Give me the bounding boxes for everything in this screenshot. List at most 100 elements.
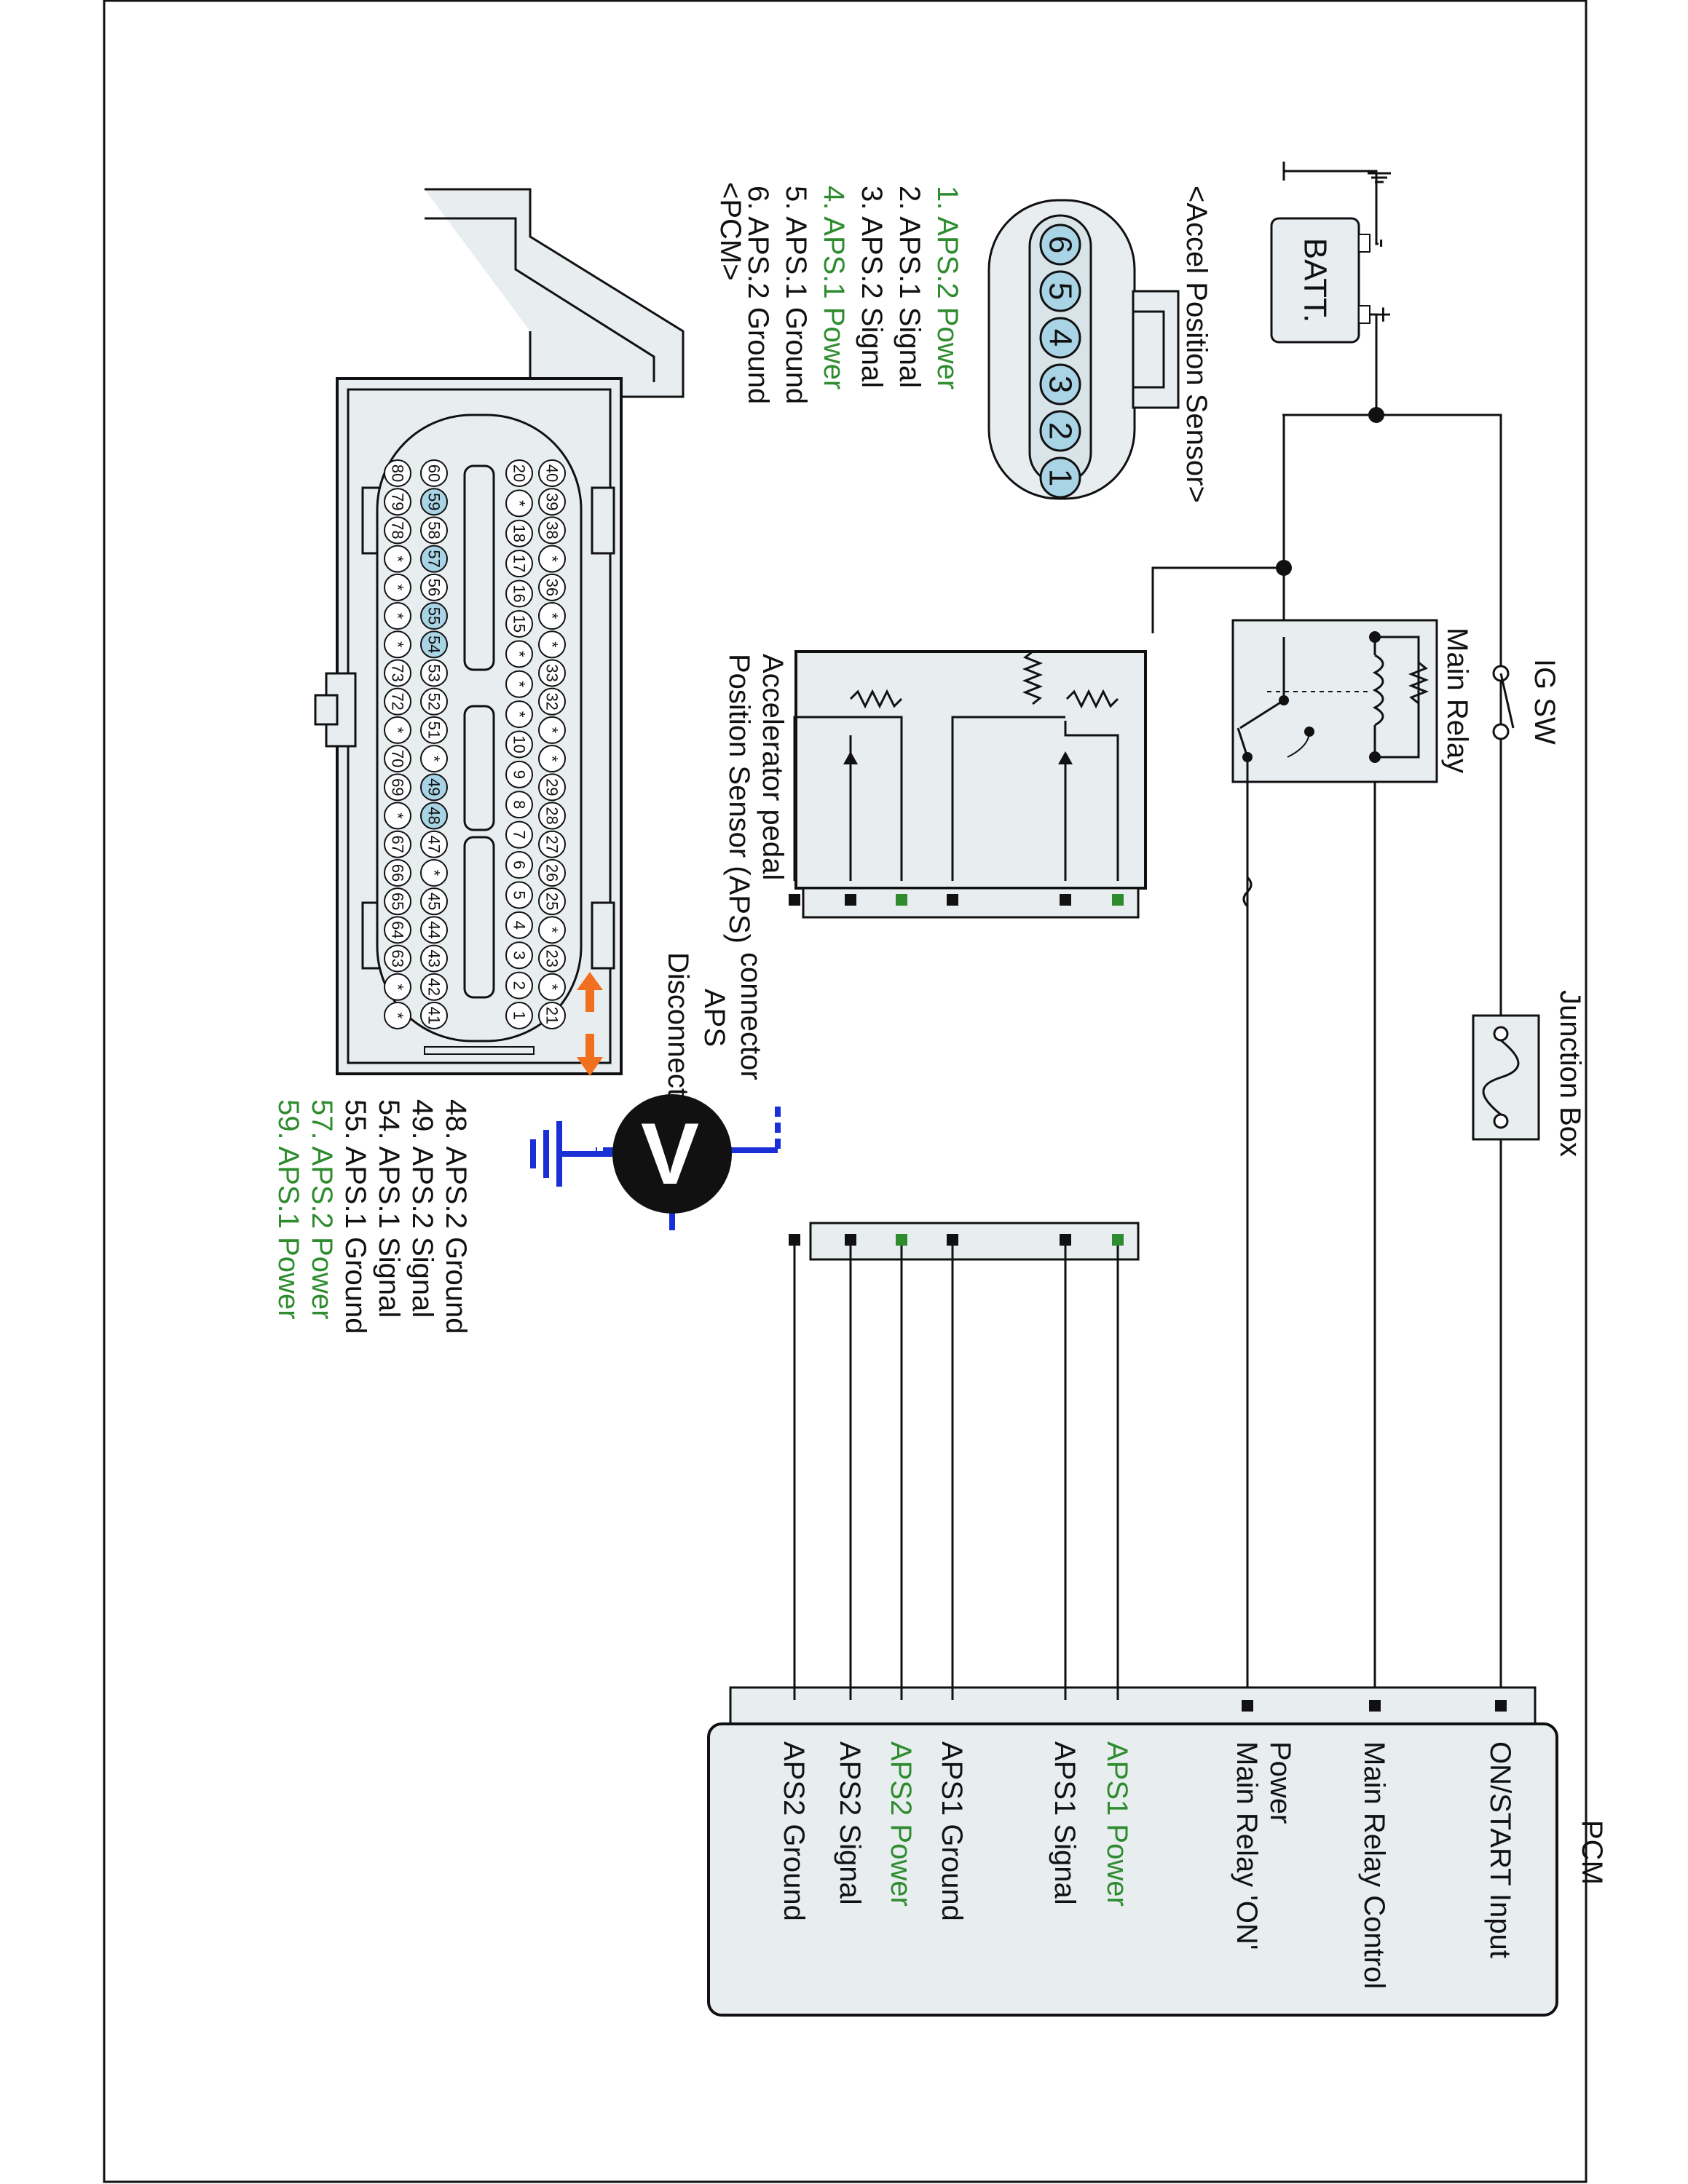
pcm-pin-label: * [510, 711, 529, 718]
pcm-pin-label: 47 [425, 835, 443, 852]
pcm-pin [384, 830, 411, 858]
main-relay-label: Main Relay [1441, 628, 1473, 773]
pcm-pin [384, 773, 411, 802]
pcm-pin [384, 545, 411, 573]
pcm-pin-label: 7 [510, 831, 529, 839]
pcm-pin-label: * [425, 756, 443, 762]
pcm-pin [538, 773, 566, 802]
pcm-pin [505, 911, 533, 939]
pcm-pin-label: 57 [425, 550, 443, 567]
aps-terminal [789, 894, 800, 906]
aps-legend-item: 2. APS.1 Signal [894, 186, 926, 388]
pcm-pin [505, 670, 533, 698]
pcm-pin-label: 18 [510, 525, 529, 542]
pcm-pin [384, 1002, 411, 1029]
aps-terminal [1112, 894, 1124, 906]
pcm-pin [420, 858, 448, 887]
pcm-pin-label: 59 [425, 493, 443, 510]
pcm-pin-label: * [543, 555, 561, 562]
pcm-pin-label: 70 [389, 750, 407, 767]
harness-terminal [896, 1234, 907, 1246]
pcm-pin-label: 38 [543, 521, 561, 539]
pcm-pin [538, 687, 566, 716]
pcm-legend-item: 57. APS.2 Power [306, 1099, 338, 1319]
pcm-pin-label: * [510, 681, 529, 687]
pcm-pin-label: * [389, 727, 407, 734]
pcm-pin-label: 32 [543, 692, 561, 710]
pcm-pin [420, 573, 448, 601]
pcm-pin-label: 65 [389, 893, 407, 910]
aps-pin [1039, 317, 1081, 359]
pcm-pin-label: 21 [543, 1007, 561, 1024]
pcm-pin-label: 33 [543, 664, 561, 681]
aps-sensor-line2: Position Sensor (APS) [723, 654, 755, 943]
aps-pin-label: 2 [1043, 422, 1078, 440]
harness-terminals [789, 1234, 1124, 1712]
pcm-pin-label: 23 [543, 949, 561, 967]
pcm-pin-label: 60 [425, 464, 443, 482]
pcm-pin-label: 78 [389, 521, 407, 539]
pcm-pin-label: 3 [510, 951, 529, 960]
pcm-terminal-label: Main Relay 'ON' [1231, 1741, 1263, 1950]
pcm-pin [384, 916, 411, 944]
pcm-title: PCM [1576, 1820, 1608, 1885]
voltmeter-symbol: V [641, 1105, 699, 1203]
pcm-pin [538, 488, 566, 516]
battery-minus-label: - [1367, 238, 1399, 248]
pcm-pin-label: * [389, 641, 407, 648]
pcm-pin [505, 609, 533, 638]
pcm-pin-label: 45 [425, 893, 443, 910]
pcm-pin [505, 820, 533, 849]
pcm-pin [384, 659, 411, 687]
pcm-pin [384, 802, 411, 830]
pcm-pin-label: * [510, 500, 529, 507]
junction-dot [1276, 560, 1292, 576]
junction-dot [1368, 407, 1384, 423]
pcm-pin [505, 489, 533, 518]
pcm-pin [538, 630, 566, 659]
pcm-pin [384, 573, 411, 601]
pcm-pin [420, 745, 448, 773]
pcm-legend-item: 49. APS.2 Signal [406, 1099, 438, 1318]
aps-legend-item: 5. APS.1 Ground [780, 186, 812, 404]
pcm-pin [505, 1002, 533, 1029]
pcm-pin [505, 730, 533, 759]
pcm-pin-label: 9 [510, 770, 529, 779]
pcm-terminal-label: APS2 Signal [834, 1741, 866, 1905]
pcm-pin-label: 40 [543, 464, 561, 482]
pcm-pin [420, 716, 448, 744]
pcm-pin-label: 17 [510, 555, 529, 572]
pcm-pin [538, 858, 566, 887]
pcm-pin [420, 802, 448, 830]
pcm-pin-label: 6 [510, 860, 529, 869]
harness-terminal [789, 1234, 800, 1246]
pcm-connector-pins: 20*18171615***10987654321403938*36**3332… [384, 459, 566, 1029]
battery-label: BATT. [1298, 238, 1333, 323]
ig-switch-label: IG SW [1529, 659, 1561, 745]
signal-wires [793, 1246, 1119, 1700]
pcm-pin-label: * [425, 870, 443, 877]
pcm-legend-item: 54. APS.1 Signal [373, 1099, 405, 1318]
voltmeter: V [530, 1094, 781, 1230]
pcm-pin-label: 1 [510, 1011, 529, 1020]
pcm-pin-label: 4 [510, 921, 529, 930]
harness-terminal [947, 1234, 958, 1246]
pcm-pin [505, 579, 533, 608]
pcm-pin-label: 39 [543, 493, 561, 510]
pcm-pin-label: * [543, 613, 561, 620]
pcm-pin-label: 44 [425, 921, 443, 938]
pcm-pin [538, 1002, 566, 1029]
pcm-pin [420, 944, 448, 973]
aps-pin-label: 5 [1043, 282, 1078, 300]
pcm-power-terminal [1369, 1700, 1381, 1712]
aps-terminal [845, 894, 856, 906]
pcm-pin [538, 887, 566, 916]
pcm-terminal-label: APS2 Ground [778, 1741, 810, 1921]
pcm-pin-label: * [510, 651, 529, 657]
battery: - + BATT. [1270, 217, 1399, 344]
